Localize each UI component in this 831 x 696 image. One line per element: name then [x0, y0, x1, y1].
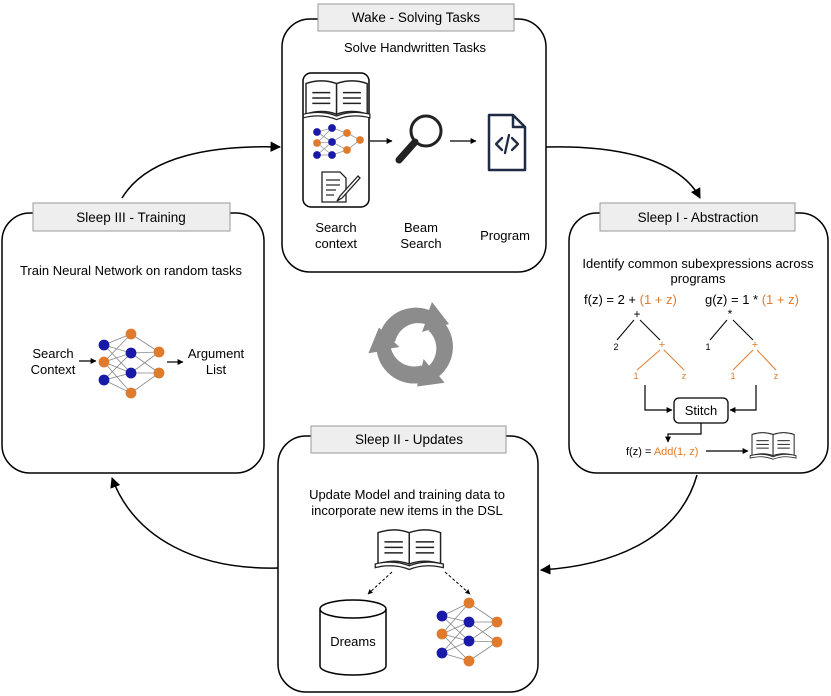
program-label: Program	[480, 228, 530, 243]
sleep3-subtitle: Train Neural Network on random tasks	[20, 263, 243, 278]
f-tree-sub-left: 1	[633, 371, 638, 381]
sleep2-nn-icon	[436, 597, 503, 667]
sleep3-nn-icon	[98, 328, 165, 399]
dreams-cylinder-icon	[319, 599, 387, 676]
sleep3-output-label-2: List	[206, 362, 227, 377]
search-context-nn-icon	[313, 124, 364, 159]
g-expression: g(z) = 1 * (1 + z)	[705, 292, 799, 307]
cycle-arrow-2	[417, 319, 453, 387]
sleep1-library-book-icon	[749, 432, 797, 460]
wake-subtitle: Solve Handwritten Tasks	[344, 40, 487, 55]
search-context-book-icon	[302, 80, 371, 121]
sleep2-subtitle-2: incorporate new items in the DSL	[311, 503, 502, 518]
magnifier-icon	[395, 114, 443, 164]
g-tree-sub-right: z	[774, 371, 779, 381]
sleep3-title: Sleep III - Training	[76, 210, 186, 225]
search-context-label-2: context	[315, 236, 357, 251]
cycle-arrow-1	[379, 302, 449, 342]
g-tree: * 1 + 1 z	[705, 307, 778, 381]
cycle-arrow-3	[368, 327, 425, 384]
wake-panel: Wake - Solving Tasks Solve Handwritten T…	[281, 3, 547, 273]
sleep2-panel: Sleep II - Updates Update Model and trai…	[277, 425, 539, 693]
stitch-result: f(z) = Add(1, z)	[626, 446, 698, 458]
f-tree: + 2 + 1 z	[613, 307, 686, 381]
sleep2-subtitle-1: Update Model and training data to	[309, 487, 505, 502]
g-tree-left: 1	[705, 342, 710, 352]
beam-search-label-1: Beam	[404, 220, 438, 235]
arrow-library-to-dreams	[367, 571, 393, 595]
arrow-sleep3-to-wake	[121, 141, 282, 199]
sleep1-panel: Sleep I - Abstraction Identify common su…	[568, 202, 829, 474]
sleep1-title: Sleep I - Abstraction	[638, 210, 759, 225]
sleep3-output-label-1: Argument	[188, 346, 245, 361]
sleep2-title-box	[310, 425, 507, 454]
g-tree-root: *	[728, 307, 733, 321]
arrow-library-to-model	[444, 571, 471, 595]
document-pencil-icon	[321, 171, 361, 203]
sleep1-subtitle-2: programs	[671, 271, 726, 286]
wake-title: Wake - Solving Tasks	[352, 10, 481, 25]
f-tree-root: +	[633, 307, 640, 321]
arrow-sleep2-to-sleep3	[110, 477, 279, 569]
f-tree-sub-right: z	[682, 371, 687, 381]
g-tree-sub-root: +	[752, 339, 758, 351]
sleep2-title: Sleep II - Updates	[355, 432, 463, 447]
sleep1-subtitle-1: Identify common subexpressions across	[582, 256, 814, 271]
sleep3-panel: Sleep III - Training Train Neural Networ…	[1, 202, 265, 474]
g-tree-sub-left: 1	[730, 371, 735, 381]
sleep2-library-book-icon	[374, 529, 445, 571]
wake-title-box	[317, 3, 515, 32]
stitch-label: Stitch	[685, 403, 718, 418]
arrow-wake-to-sleep1	[544, 146, 701, 199]
dreams-label: Dreams	[330, 634, 376, 649]
arrow-sleep1-to-sleep2	[539, 474, 698, 575]
f-expression: f(z) = 2 + (1 + z)	[584, 292, 677, 307]
sleep3-input-label-2: Context	[31, 362, 76, 377]
beam-search-label-2: Search	[400, 236, 441, 251]
code-file-icon	[487, 113, 527, 172]
sleep3-input-label-1: Search	[32, 346, 73, 361]
arrow-stitch-to-result	[665, 423, 702, 443]
arrow-gtree-to-stitch	[729, 385, 757, 413]
sleep3-title-box	[32, 202, 231, 232]
cycle-icon	[368, 302, 453, 387]
arrow-ftree-to-stitch	[644, 385, 673, 413]
search-context-label-1: Search	[315, 220, 356, 235]
f-tree-left: 2	[613, 342, 618, 352]
f-tree-sub-root: +	[659, 339, 665, 351]
sleep1-title-box	[599, 202, 796, 232]
